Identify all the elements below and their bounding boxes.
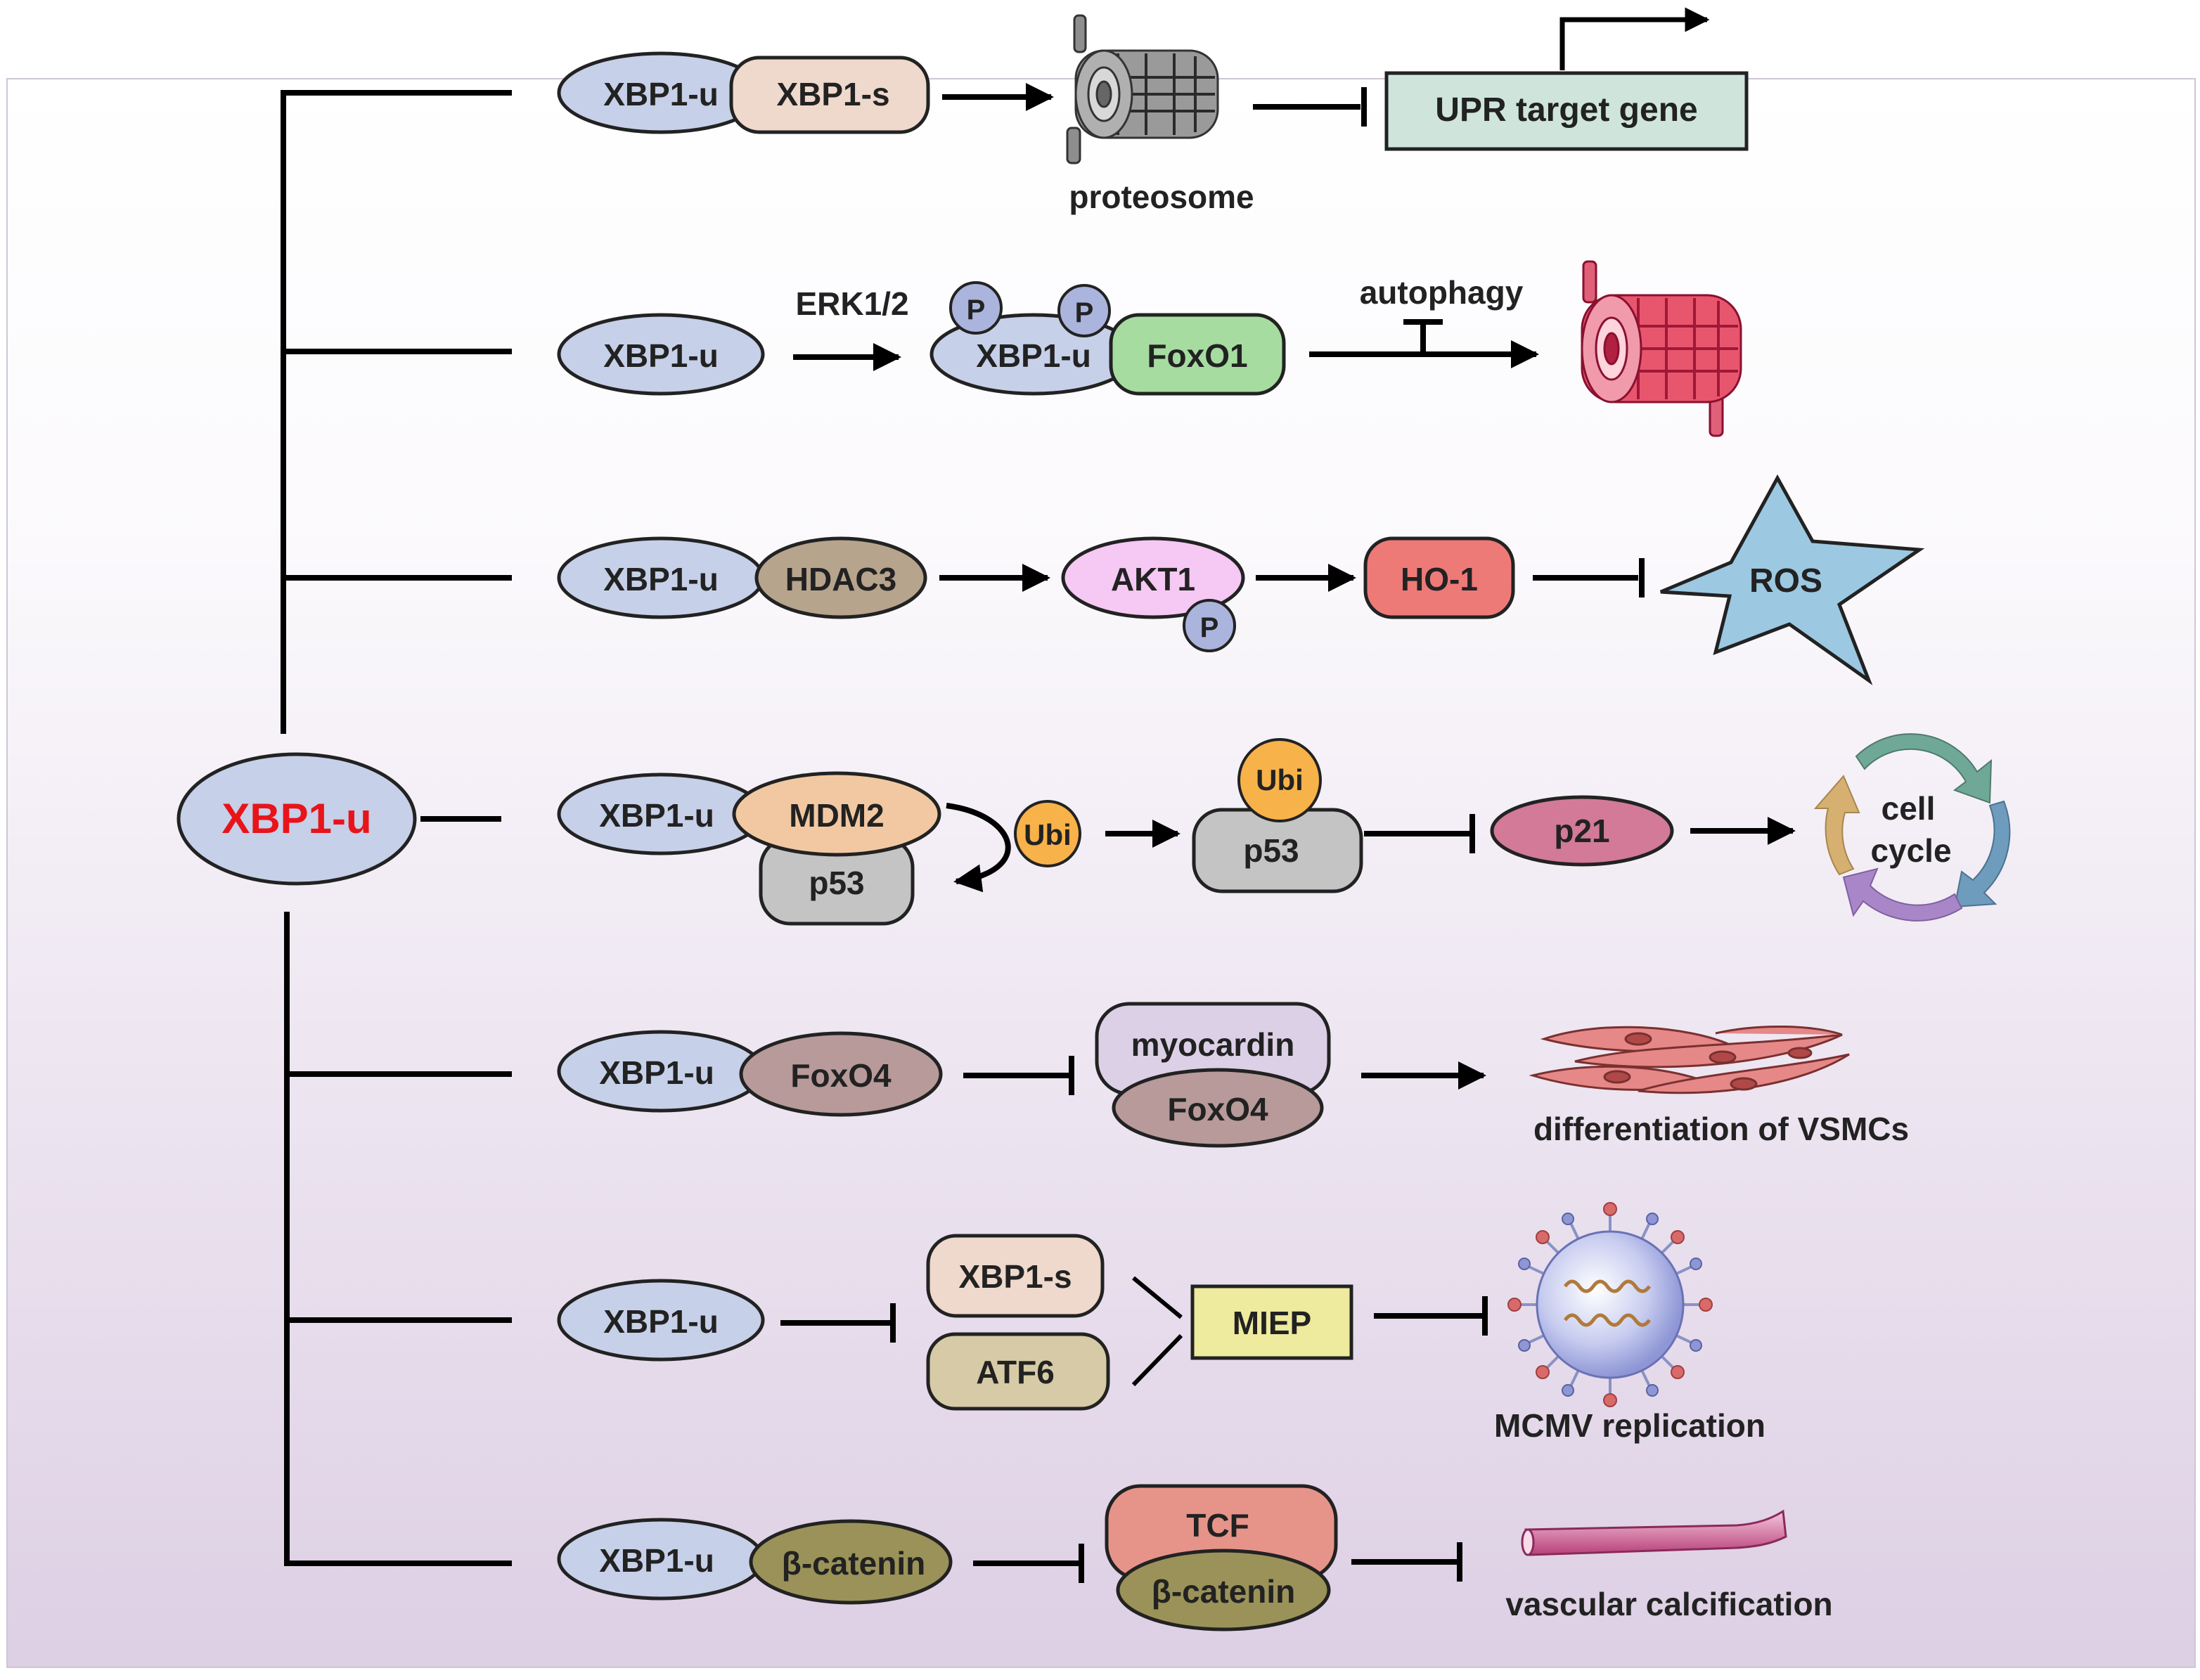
row-6: XBP1-u XBP1-s ATF6 MIEP: [557, 1202, 1765, 1444]
row-3: XBP1-u HDAC3 AKT1 P HO-1 ROS: [557, 474, 1925, 685]
trunk-lines: [281, 90, 512, 1566]
r7-bcatenin-complex-label: β-catenin: [1152, 1573, 1295, 1610]
r1-target-label: UPR target gene: [1435, 91, 1697, 129]
r5-xbp1u-label: XBP1-u: [599, 1054, 714, 1091]
r5-foxo4-complex-label: FoxO4: [1167, 1091, 1268, 1127]
r2-kinase-label: ERK1/2: [795, 285, 908, 322]
r4-p53b-label: p53: [1243, 832, 1299, 869]
r7-xbp1u-label: XBP1-u: [599, 1542, 714, 1579]
r3-xbp1u-label: XBP1-u: [603, 561, 719, 597]
mcmv-virus-icon: [1507, 1202, 1713, 1407]
r4-mdm2-label: MDM2: [789, 797, 884, 834]
r1-transcription-arrow: [1559, 7, 1710, 70]
r4-cycle-line2: cycle: [1870, 832, 1951, 869]
r6-outcome-label: MCMV replication: [1494, 1407, 1765, 1444]
ros-star-icon: [1660, 474, 1925, 685]
hub-xbp1u: XBP1-u: [176, 752, 417, 886]
r6-miep-label: MIEP: [1233, 1305, 1311, 1341]
row-4: p53 XBP1-u MDM2 Ubi p53 Ubi p21 cell cyc…: [557, 733, 2011, 926]
r3-ros-label: ROS: [1749, 562, 1822, 600]
hub-label: XBP1-u: [221, 795, 371, 842]
row-1: XBP1-u XBP1-s proteosome: [557, 7, 1749, 215]
vessel-icon: [1521, 1509, 1787, 1556]
r2-complex-xbp1u-label: XBP1-u: [976, 337, 1091, 374]
row-2: XBP1-u ERK1/2 P P XBP1-u FoxO1 autophagy: [557, 260, 1742, 437]
r4-cycle-line1: cell: [1881, 790, 1936, 827]
r1-xbp1u-label: XBP1-u: [603, 76, 719, 112]
r6-atf6-label: ATF6: [976, 1354, 1055, 1390]
r2-phospho-1: P: [967, 295, 986, 325]
r4-p53-label: p53: [809, 865, 864, 901]
r6-atf6-arrow: [1131, 1333, 1183, 1387]
r7-outcome-label: vascular calcification: [1505, 1586, 1832, 1622]
r7-bcatenin-label: β-catenin: [782, 1545, 925, 1582]
r1-xbp1s-label: XBP1-s: [776, 76, 889, 112]
r4-ubiquitination-arrow: [946, 803, 1011, 893]
r3-ho1-label: HO-1: [1401, 561, 1478, 597]
r3-hdac3-label: HDAC3: [785, 561, 896, 597]
r5-myocardin-label: myocardin: [1131, 1026, 1295, 1063]
r6-xbp1s-label: XBP1-s: [958, 1258, 1072, 1295]
row-5: XBP1-u FoxO4 myocardin FoxO4 differentia…: [557, 1002, 1909, 1148]
vsmc-cells-icon: [1529, 1026, 1850, 1094]
row-7: XBP1-u β-catenin TCF β-catenin vascular …: [557, 1484, 1833, 1631]
r4-ubi2-label: Ubi: [1256, 763, 1304, 796]
r1-proteosome-label: proteosome: [1069, 179, 1254, 215]
red-proteasome-icon: [1581, 260, 1742, 437]
r5-outcome-label: differentiation of VSMCs: [1533, 1111, 1909, 1147]
r6-xbp1s-arrow: [1132, 1276, 1183, 1319]
r5-foxo4-label: FoxO4: [790, 1057, 892, 1094]
r2-xbp1u-label: XBP1-u: [603, 337, 719, 374]
r2-phospho-2: P: [1075, 297, 1094, 328]
cell-cycle-icon: [1813, 733, 2011, 922]
r4-p21-label: p21: [1554, 813, 1609, 849]
r2-autophagy-label: autophagy: [1360, 274, 1524, 311]
upr-target-gene-box: [1384, 71, 1749, 151]
r3-phospho: P: [1200, 612, 1219, 643]
r6-xbp1u-label: XBP1-u: [603, 1303, 719, 1340]
r4-ubi-label: Ubi: [1024, 818, 1072, 851]
r3-akt1-label: AKT1: [1111, 561, 1195, 597]
r4-xbp1u-label: XBP1-u: [599, 797, 714, 834]
r7-tcf-label: TCF: [1186, 1507, 1249, 1544]
r2-foxo1-label: FoxO1: [1147, 337, 1247, 374]
proteosome-icon: [1066, 14, 1219, 164]
